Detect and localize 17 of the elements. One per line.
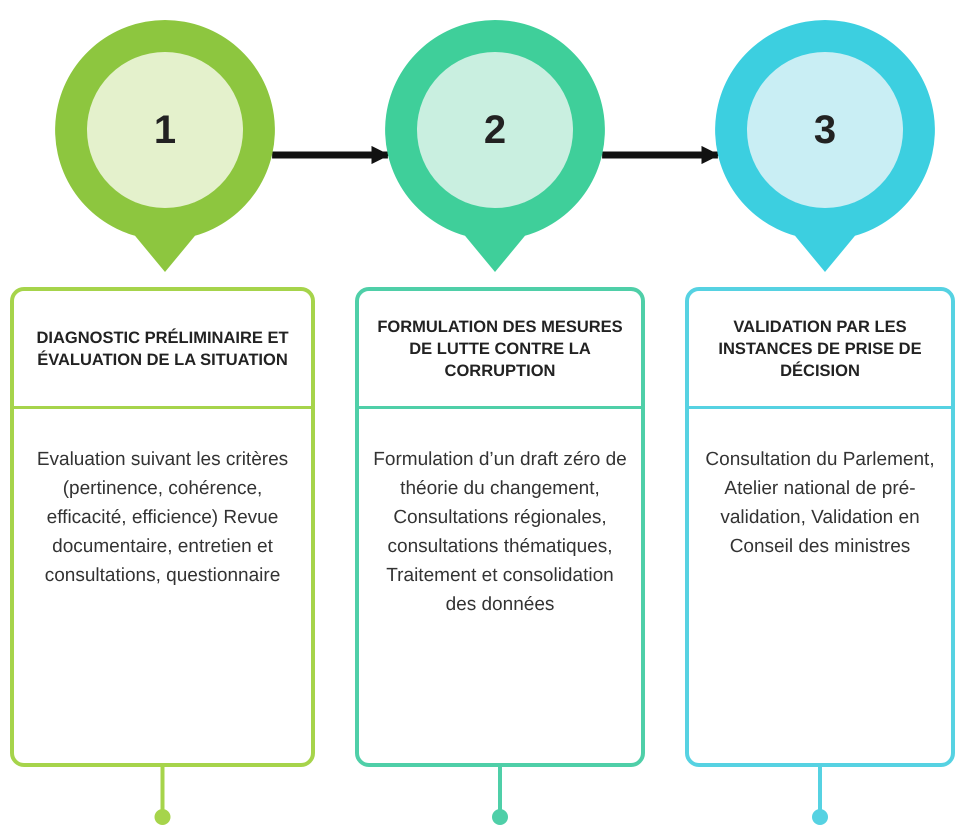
step-number: 1: [154, 108, 176, 152]
numbered-pin: [55, 20, 275, 272]
step-description: Consultation du Parlement, Atelier national de pré-validation, Validation en Conseil des ministres: [705, 449, 935, 557]
arrow: [272, 146, 390, 164]
step-card: [355, 287, 645, 767]
step-number: 2: [484, 108, 506, 152]
numbered-pin: [715, 20, 935, 272]
step-heading: FORMULATION DES MESURES DE LUTTE CONTRE LA CORRUPTION: [376, 316, 624, 382]
numbered-pin: [385, 20, 605, 272]
step-heading: VALIDATION PAR LES INSTANCES DE PRISE DE DÉCISION: [717, 316, 923, 382]
arrow: [602, 146, 720, 164]
step-number: 3: [814, 108, 836, 152]
step-card: [685, 287, 955, 767]
step-description: Formulation d’un draft zéro de théorie du changement, Consultations régionales, consultations thématiques, Traitement et consolidation des données: [373, 449, 627, 615]
step-card: [10, 287, 315, 767]
step-description: Evaluation suivant les critères (pertinence, cohérence, efficacité, efficience) Revue documentaire, entretien et consultations, questionnaire: [36, 449, 288, 586]
step-heading: DIAGNOSTIC PRÉLIMINAIRE ET ÉVALUATION DE LA SITUATION: [35, 327, 290, 370]
